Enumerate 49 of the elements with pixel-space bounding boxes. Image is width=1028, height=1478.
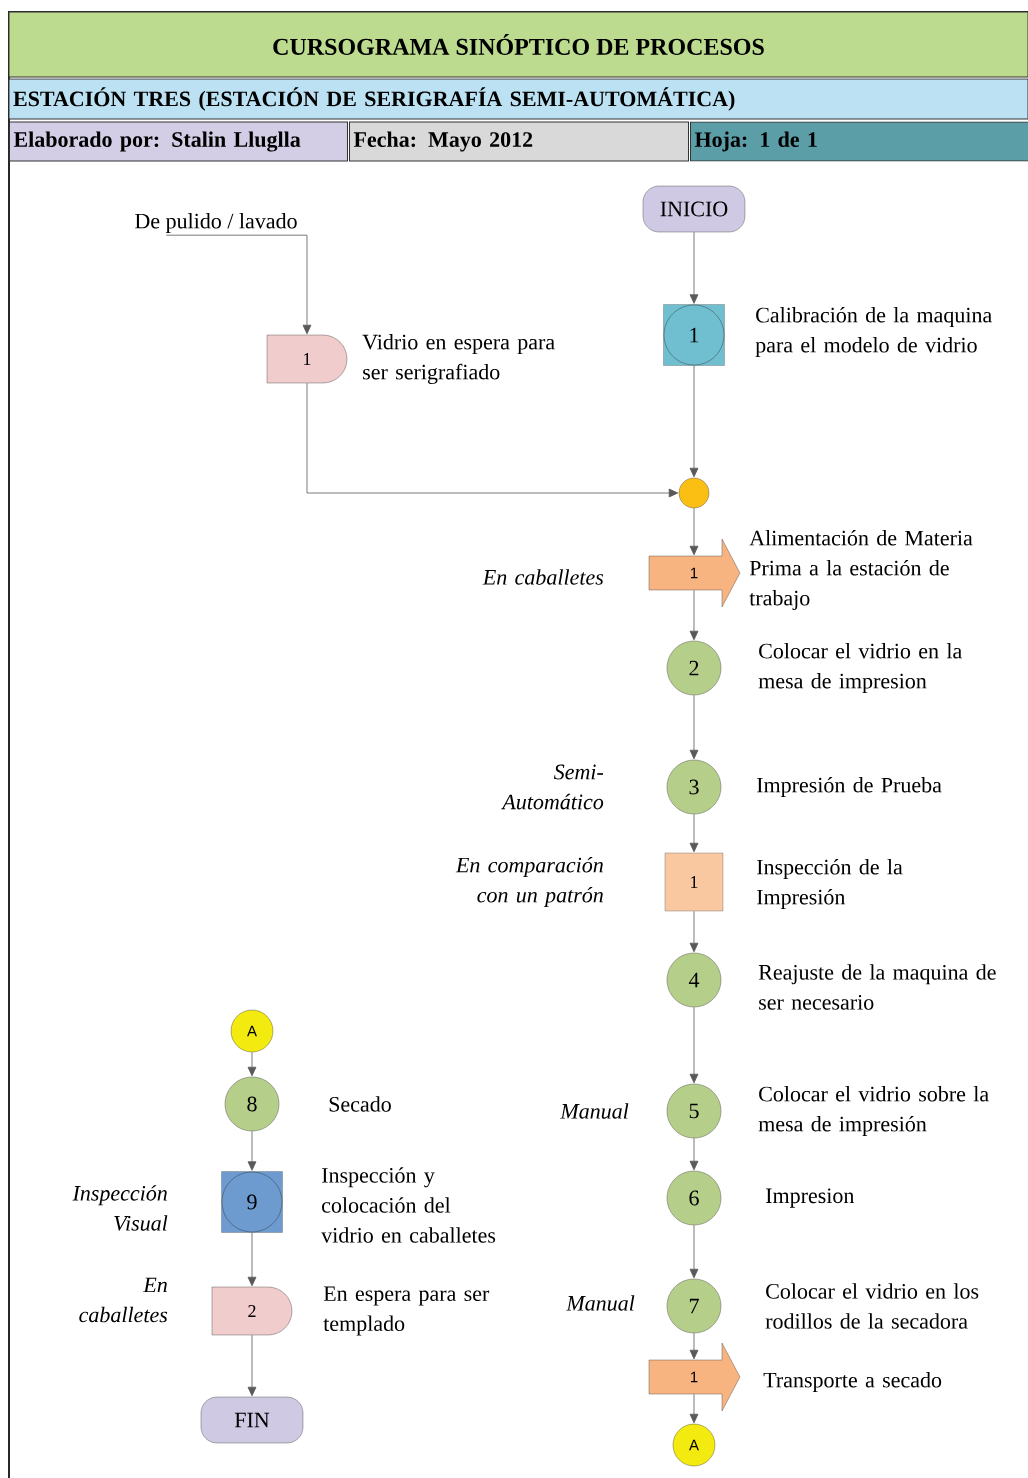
arrow bbox=[165, 234, 312, 335]
header-cell: ESTACIÓN TRES (ESTACIÓN DE SERIGRAFÍA SEMI-AUTOMÁTICA) bbox=[8, 78, 1028, 120]
junction-circle bbox=[678, 477, 710, 509]
step-description: Transporte a secado bbox=[763, 1372, 942, 1392]
step-description: Impresión de Prueba bbox=[757, 777, 942, 797]
step-description: Secado bbox=[329, 1096, 391, 1112]
arrow bbox=[689, 1393, 699, 1424]
step-note: Semi- Automático bbox=[501, 764, 604, 810]
step-description: En espera para ser templado bbox=[323, 1286, 490, 1336]
arrow bbox=[689, 589, 699, 641]
step-description: Inspección y colocación del vidrio en caballetes bbox=[321, 1167, 496, 1243]
step-note: Manual bbox=[560, 1103, 629, 1119]
arrow bbox=[306, 382, 679, 498]
arrow bbox=[689, 507, 699, 556]
step-description: Reajuste de la maquina de ser necesario bbox=[758, 964, 996, 1010]
step-description: Calibración de la maquina para el modelo de vidrio bbox=[755, 307, 992, 357]
arrow bbox=[689, 231, 699, 304]
arrow bbox=[689, 1332, 699, 1360]
step-description: Colocar el vidrio en los rodillos de la secadora bbox=[765, 1283, 979, 1329]
step-note: En comparación con un patrón bbox=[455, 857, 603, 907]
source-text: De pulido / lavado bbox=[135, 213, 297, 233]
header-cell: Fecha: Mayo 2012 bbox=[349, 121, 689, 162]
arrow bbox=[689, 694, 699, 760]
step-note: Manual bbox=[566, 1295, 635, 1311]
step-description: Impresion bbox=[766, 1188, 855, 1208]
arrow bbox=[247, 1130, 257, 1171]
step-note: En caballetes bbox=[482, 569, 604, 585]
terminal-box: FIN bbox=[200, 1396, 304, 1444]
arrow bbox=[247, 1051, 257, 1077]
step-note: Inspección Visual bbox=[72, 1185, 168, 1231]
arrow bbox=[689, 1224, 699, 1279]
arrow bbox=[689, 1006, 699, 1084]
arrow bbox=[689, 1137, 699, 1171]
step-description: Vidrio en espera para ser serigrafiado bbox=[362, 334, 555, 384]
inspection-square: 1 bbox=[664, 852, 724, 912]
step-description: Colocar el vidrio sobre la mesa de impresión bbox=[758, 1086, 989, 1136]
arrow bbox=[247, 1334, 257, 1397]
arrow bbox=[689, 910, 699, 953]
title-band: CURSOGRAMA SINÓPTICO DE PROCESOS bbox=[8, 11, 1028, 78]
header-cell: Elaborado por: Stalin Lluglla bbox=[9, 121, 348, 162]
arrow bbox=[689, 813, 699, 853]
step-note: En caballetes bbox=[79, 1277, 168, 1323]
terminal-box: INICIO bbox=[642, 185, 746, 233]
step-description: Colocar el vidrio en la mesa de impresion bbox=[758, 643, 962, 693]
header-cell: Hoja: 1 de 1 bbox=[690, 121, 1028, 162]
step-description: Inspección de la Impresión bbox=[757, 859, 903, 909]
step-description: Alimentación de Materia Prima a la estación de trabajo bbox=[749, 530, 973, 610]
arrow bbox=[689, 365, 699, 478]
arrow bbox=[247, 1232, 257, 1287]
